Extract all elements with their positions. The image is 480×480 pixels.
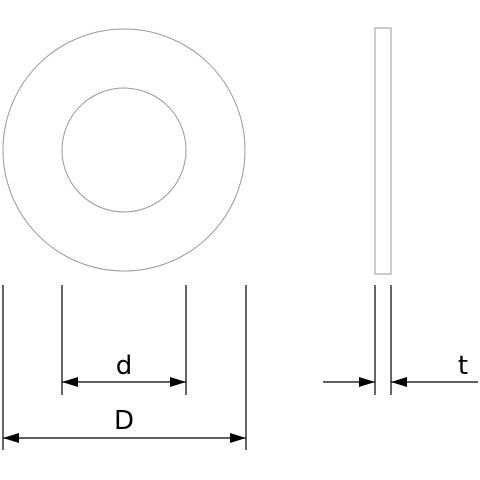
label-d: d xyxy=(116,351,133,381)
arrowhead-D-right xyxy=(230,433,246,443)
washer-side-rect xyxy=(374,27,392,275)
arrowhead-d-left xyxy=(62,377,78,387)
arrowhead-D-left xyxy=(3,433,19,443)
arrowhead-d-right xyxy=(170,377,186,387)
dimension-t: t xyxy=(323,351,478,387)
label-t: t xyxy=(458,351,468,381)
washer-front-view xyxy=(2,28,246,272)
outer-circle xyxy=(2,28,246,272)
extension-lines xyxy=(2,285,392,450)
dimension-D: D xyxy=(3,406,246,443)
inner-circle xyxy=(61,87,187,213)
washer-side-view xyxy=(374,27,392,275)
arrowhead-t-right xyxy=(391,377,407,387)
label-D: D xyxy=(114,406,134,436)
dimension-d: d xyxy=(62,351,186,387)
arrowhead-t-left xyxy=(359,377,375,387)
